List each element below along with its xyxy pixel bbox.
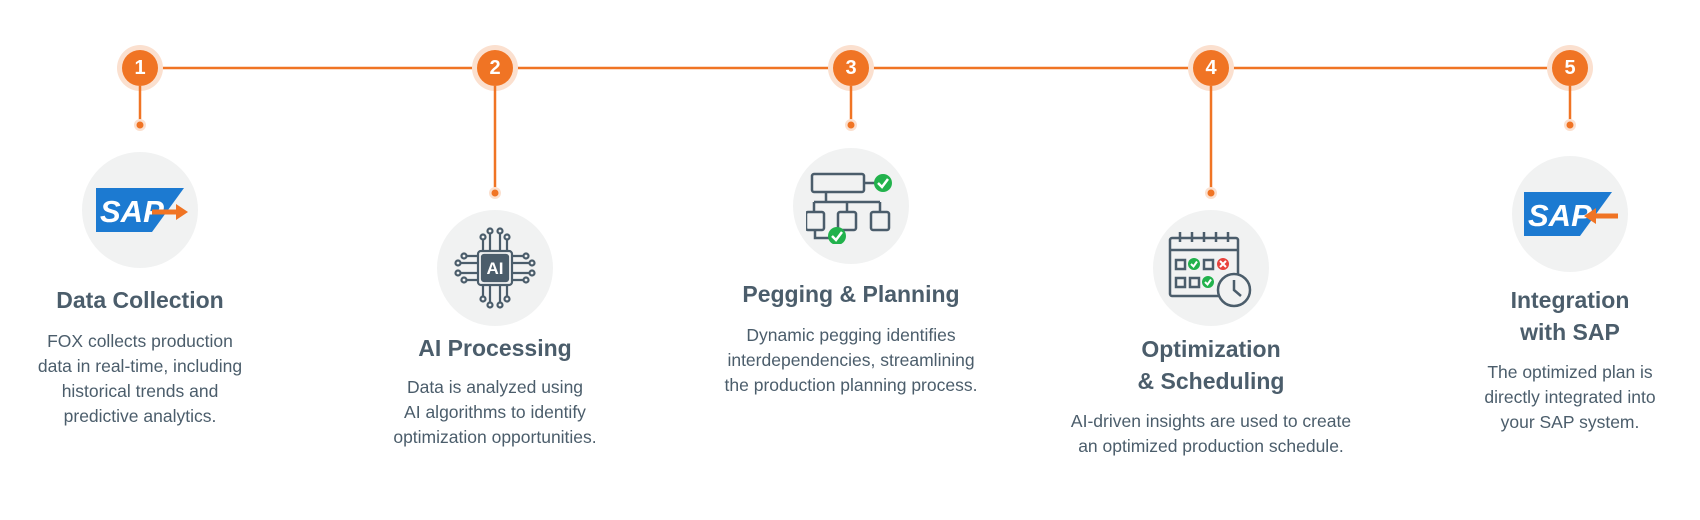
step-5-icon-circle: SAP bbox=[1512, 156, 1628, 272]
step-1-connector bbox=[117, 45, 163, 131]
step-2-icon-circle: AI bbox=[437, 210, 553, 326]
step-4-title: Optimization& Scheduling bbox=[1137, 336, 1285, 394]
step-5-number: 5 bbox=[1564, 57, 1576, 79]
ai-chip-icon: AI bbox=[454, 227, 536, 309]
step-1-title: Data Collection bbox=[56, 287, 224, 313]
step-2-connector bbox=[472, 45, 518, 199]
check-icon bbox=[828, 227, 846, 244]
step-1-icon-circle: SAP bbox=[82, 152, 198, 268]
sap-export-icon: SAP bbox=[96, 188, 188, 232]
step-3-icon-circle bbox=[793, 148, 909, 264]
step-2-title: AI Processing bbox=[418, 335, 572, 361]
sap-import-icon: SAP bbox=[1524, 192, 1618, 236]
step-3-number: 3 bbox=[845, 57, 857, 79]
step-3-connector bbox=[828, 45, 874, 131]
flowchart-icon bbox=[806, 172, 892, 244]
step-4-icon-circle bbox=[1153, 210, 1269, 326]
check-icon bbox=[874, 174, 892, 192]
step-2-number: 2 bbox=[489, 57, 501, 79]
step-5-connector bbox=[1547, 45, 1593, 131]
step-4-connector bbox=[1188, 45, 1234, 199]
step-1-number: 1 bbox=[134, 57, 146, 79]
sap-logo-text: SAP bbox=[1528, 198, 1592, 233]
calendar-clock-icon bbox=[1168, 232, 1252, 308]
step-3-title: Pegging & Planning bbox=[742, 281, 960, 307]
ai-chip-text: AI bbox=[487, 259, 504, 278]
step-4-number: 4 bbox=[1205, 57, 1217, 79]
